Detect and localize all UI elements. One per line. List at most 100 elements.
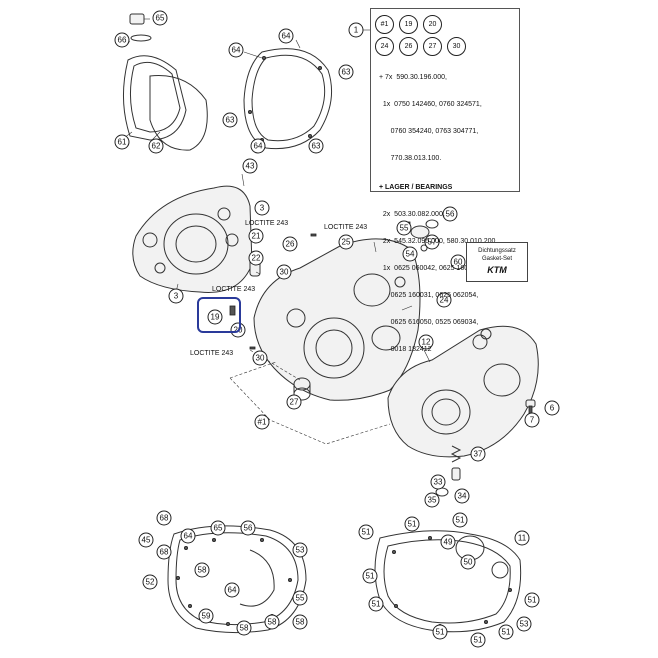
loctite-label-3: LOCTITE 243: [212, 286, 255, 293]
callout-number: 30: [280, 268, 289, 277]
bearings-heading: + LAGER / BEARINGS: [379, 184, 453, 191]
callout-30: 30: [276, 264, 292, 280]
ignition-cover-gasket: [243, 48, 333, 150]
callout-number: 51: [366, 572, 375, 581]
callout-circle: [254, 200, 270, 216]
callout-number: 26: [286, 240, 295, 249]
callout-circle: [424, 234, 440, 250]
gasket-set-label-en: Gasket-Set: [481, 256, 512, 262]
callout-number: 22: [252, 254, 261, 263]
gasket-set-label-de: Dichtungssatz: [478, 248, 516, 254]
callout-number: 51: [456, 516, 465, 525]
callout-51: 51: [470, 632, 486, 648]
parts-list: + 7x 590.30.196.000, 1x 0750 142460, 076…: [379, 55, 515, 372]
callout-number: 59: [202, 612, 211, 621]
callout-number: 30: [256, 354, 265, 363]
callout-circle: [250, 138, 266, 154]
callout-68: 68: [156, 510, 172, 526]
kit-number: 19: [399, 15, 418, 34]
callout-number: 19: [211, 313, 220, 322]
callout-circle: [264, 614, 280, 630]
callout-43: 43: [242, 158, 258, 174]
callout-25: 25: [338, 234, 354, 250]
callout-number: 27: [290, 398, 299, 407]
callout-circle: [286, 394, 302, 410]
callout-circle: [450, 254, 466, 270]
callout-35: 35: [424, 492, 440, 508]
callout-circle: [308, 138, 324, 154]
callout-number: 64: [282, 32, 291, 41]
callout-58: 58: [236, 620, 252, 636]
kit-outline: [229, 349, 391, 445]
callout-21: 21: [248, 228, 264, 244]
callout-51: 51: [368, 596, 384, 612]
callout-number: 56: [446, 210, 455, 219]
bearings-line: 0625 616050, 0525 069034,: [379, 319, 479, 326]
callout-33: 33: [430, 474, 446, 490]
callout-number: 51: [362, 528, 371, 537]
callout-number: 64: [228, 586, 237, 595]
callout-68: 68: [156, 544, 172, 560]
callout-circle: [142, 574, 158, 590]
clutch-side-casing: [132, 173, 253, 293]
callout-gasket-set: 60: [450, 254, 466, 270]
callout-circle: [338, 234, 354, 250]
callout-65: 65: [152, 10, 168, 26]
callout-number: 57: [428, 238, 437, 247]
callout-circle: [402, 246, 418, 262]
callout-circle: [138, 532, 154, 548]
callout-53: 53: [516, 616, 532, 632]
callout-number: 58: [198, 566, 207, 575]
callout-circle: [424, 492, 440, 508]
callout-circle: [442, 206, 458, 222]
callout-circle: [156, 510, 172, 526]
callout-number: 64: [232, 46, 241, 55]
callout-56: 56: [442, 206, 458, 222]
callout-number: 61: [118, 138, 127, 147]
callout-51: 51: [452, 512, 468, 528]
callout-number: 68: [160, 514, 169, 523]
callout-27: 27: [286, 394, 302, 410]
callout-53: 53: [292, 542, 308, 558]
callout-circle: [180, 528, 196, 544]
callout-number: 58: [268, 618, 277, 627]
callout-number: 1: [354, 26, 359, 35]
callout-63: 63: [222, 112, 238, 128]
callout-3: 3: [254, 200, 270, 216]
callout-62: 62: [148, 138, 164, 154]
kit-number: 24: [375, 37, 394, 56]
callout-circle: [454, 488, 470, 504]
loctite-label-1: LOCTITE 243: [245, 220, 288, 227]
callout-51: 51: [524, 592, 540, 608]
callout-circle: [228, 42, 244, 58]
callout-circle: [248, 228, 264, 244]
callout-circle: [248, 250, 264, 266]
callout-number: 65: [214, 524, 223, 533]
callout-number: 58: [296, 618, 305, 627]
callout-51: 51: [404, 516, 420, 532]
callout-58: 58: [264, 614, 280, 630]
callout-number: 64: [254, 142, 263, 151]
callout-circle: [544, 400, 560, 416]
callout-circle: [404, 516, 420, 532]
callout-number: 64: [184, 532, 193, 541]
callout-circle: [470, 446, 486, 462]
callout-64: 64: [250, 138, 266, 154]
callout-52: 52: [142, 574, 158, 590]
loctite-label-2: LOCTITE 243: [324, 224, 367, 231]
callout-number: 63: [342, 68, 351, 77]
callout-number: 51: [528, 596, 537, 605]
callout-circle: [278, 28, 294, 44]
callout-circle: [292, 614, 308, 630]
callout-58: 58: [292, 614, 308, 630]
callout-number: 21: [252, 232, 261, 241]
callout-number: 51: [474, 636, 483, 645]
callout-59: 59: [198, 608, 214, 624]
callout-circle: [292, 542, 308, 558]
bearings-line: 0018 182412: [379, 346, 432, 353]
callout-54: 54: [402, 246, 418, 262]
callout-circle: [252, 350, 268, 366]
callout-number: 34: [458, 492, 467, 501]
callout-circle: [224, 582, 240, 598]
callout-number: 3: [174, 292, 179, 301]
